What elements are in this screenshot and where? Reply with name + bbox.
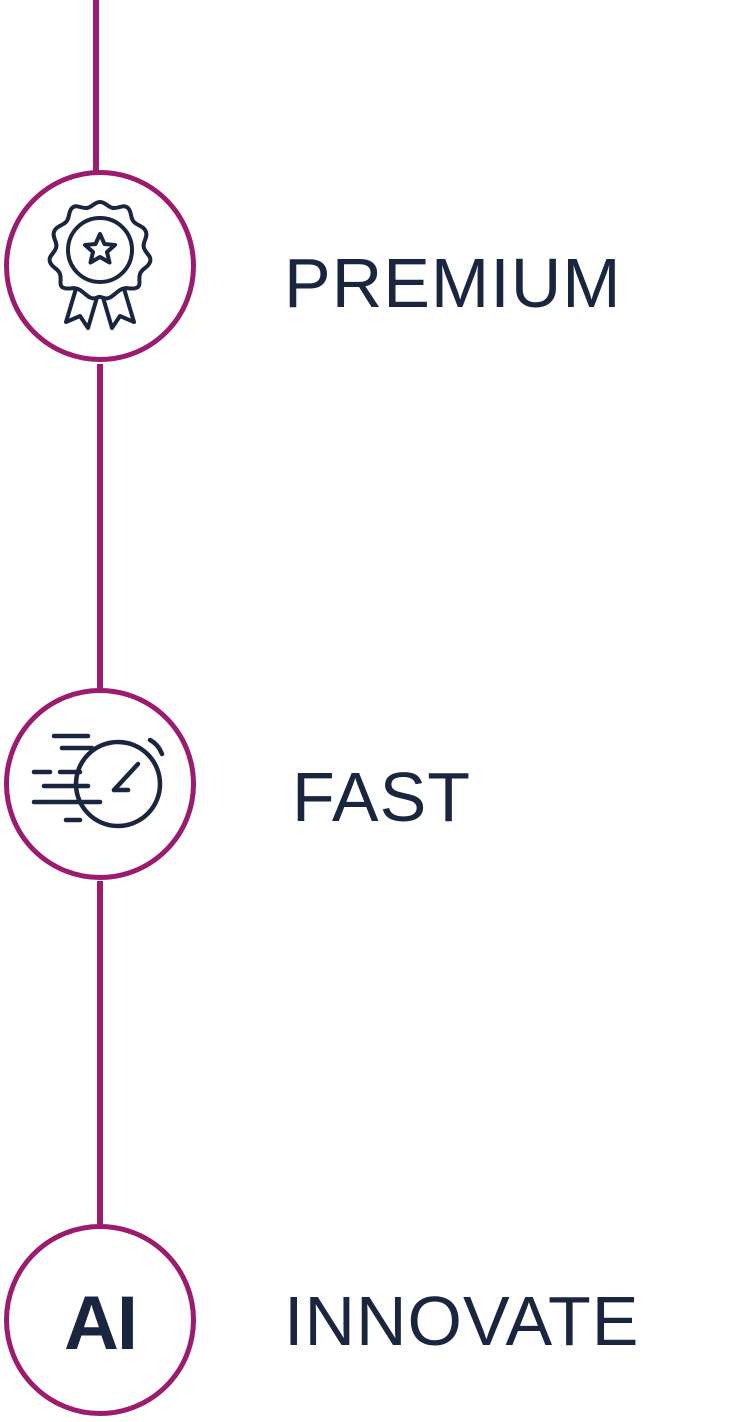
timeline-connector bbox=[93, 0, 99, 172]
feature-label-innovate: INNOVATE bbox=[284, 1282, 640, 1360]
timeline-connector bbox=[97, 881, 103, 1227]
speed-stopwatch-icon bbox=[30, 732, 170, 836]
timeline-node-fast bbox=[4, 688, 196, 880]
award-ribbon-icon bbox=[44, 198, 156, 334]
feature-label-premium: PREMIUM bbox=[284, 244, 622, 322]
ai-badge-icon: AI bbox=[64, 1280, 138, 1366]
timeline-connector bbox=[97, 364, 103, 690]
feature-label-fast: FAST bbox=[292, 758, 472, 836]
timeline-node-innovate: AI bbox=[4, 1224, 196, 1416]
timeline-node-premium bbox=[4, 170, 196, 362]
